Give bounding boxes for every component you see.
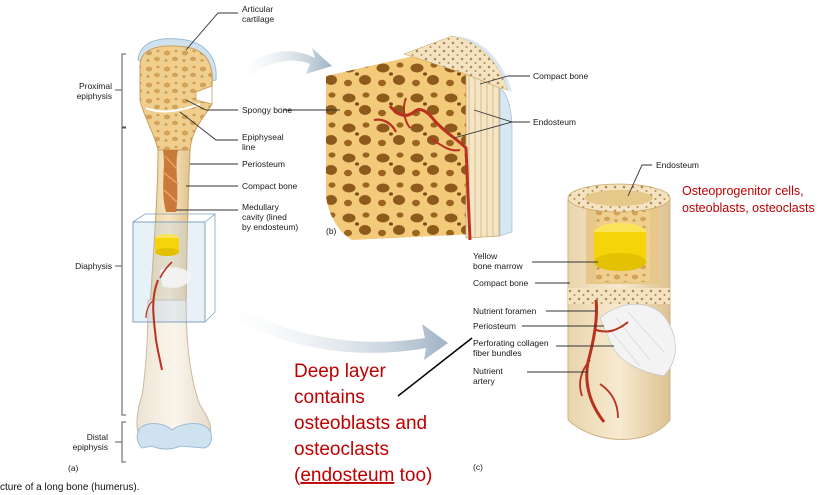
annotation-deep-layer-1: Deep layer (294, 361, 387, 382)
label-periosteum: Periosteum (242, 159, 285, 169)
annotation-deep-layer-5: (endosteum too) (294, 465, 432, 486)
label-b-compact-bone: Compact bone (533, 71, 589, 81)
label-c-compact-bone: Compact bone (473, 278, 529, 288)
artery-a (152, 279, 163, 371)
annotation-deep-layer-4: osteoclasts (294, 439, 389, 460)
label-medullary-2: cavity (lined (242, 212, 287, 222)
vessel-b (388, 105, 472, 241)
label-distal-epiphysis-2: epiphysis (73, 442, 108, 452)
label-compact-bone: Compact bone (242, 181, 298, 191)
leader-lines-c (522, 164, 652, 373)
leader-lines-a (176, 12, 238, 211)
spongy-bone-block (326, 35, 513, 241)
label-articular-cartilage-1: Articular (242, 4, 273, 14)
brackets (115, 53, 126, 463)
distal-epiphysis-shape (136, 423, 212, 450)
label-nutrient-artery-1: Nutrient (473, 366, 503, 376)
annotation-endosteum-underlined: endosteum (300, 465, 394, 486)
label-proximal-epiphysis-2: epiphysis (77, 91, 112, 101)
annotation-deep-layer-2: contains (294, 387, 365, 408)
label-diaphysis: Diaphysis (75, 261, 112, 271)
annotation-paren-open: ( (294, 465, 301, 486)
label-medullary-1: Medullary (242, 202, 280, 212)
label-perforating-1: Perforating collagen (473, 338, 549, 348)
annotation-deep-layer-3: osteoblasts and (294, 413, 427, 434)
shaft-section (567, 183, 676, 440)
annotation-endosteum-cells-1: Osteoprogenitor cells, (682, 184, 804, 198)
label-nutrient-artery-2: artery (473, 376, 495, 386)
label-epiphyseal-line-2: line (242, 142, 256, 152)
label-epiphyseal-line-1: Epiphyseal (242, 132, 284, 142)
label-perforating-2: fiber bundles (473, 348, 522, 358)
label-yellow-marrow-1: Yellow (473, 251, 498, 261)
epiphyseal-line-shape (145, 102, 201, 113)
periosteum-flap (599, 303, 676, 377)
label-c-periosteum: Periosteum (473, 321, 516, 331)
arrow-to-b (232, 48, 332, 86)
panel-label-a: (a) (68, 463, 79, 473)
panel-label-c: (c) (473, 462, 483, 472)
label-medullary-3: by endosteum) (242, 222, 298, 232)
label-nutrient-foramen: Nutrient foramen (473, 306, 537, 316)
leader-lines-b (284, 75, 530, 139)
humerus-figure (132, 38, 217, 450)
label-articular-cartilage-2: cartilage (242, 14, 274, 24)
medullary-cavity-shape (163, 150, 178, 212)
annotation-too: too) (394, 465, 432, 486)
label-yellow-marrow-2: bone marrow (473, 261, 523, 271)
label-c-endosteum: Endosteum (656, 160, 699, 170)
label-spongy-bone: Spongy bone (242, 105, 292, 115)
label-proximal-epiphysis-1: Proximal (79, 81, 112, 91)
label-distal-epiphysis-1: Distal (87, 432, 108, 442)
panel-label-b: (b) (326, 226, 337, 236)
figure-caption: cture of a long bone (humerus). (0, 482, 140, 493)
annotation-endosteum-cells-2: osteoblasts, osteoclasts (682, 201, 815, 215)
arrow-to-c (208, 290, 448, 360)
label-b-endosteum: Endosteum (533, 117, 576, 127)
annotation-pointer-line (397, 337, 473, 397)
